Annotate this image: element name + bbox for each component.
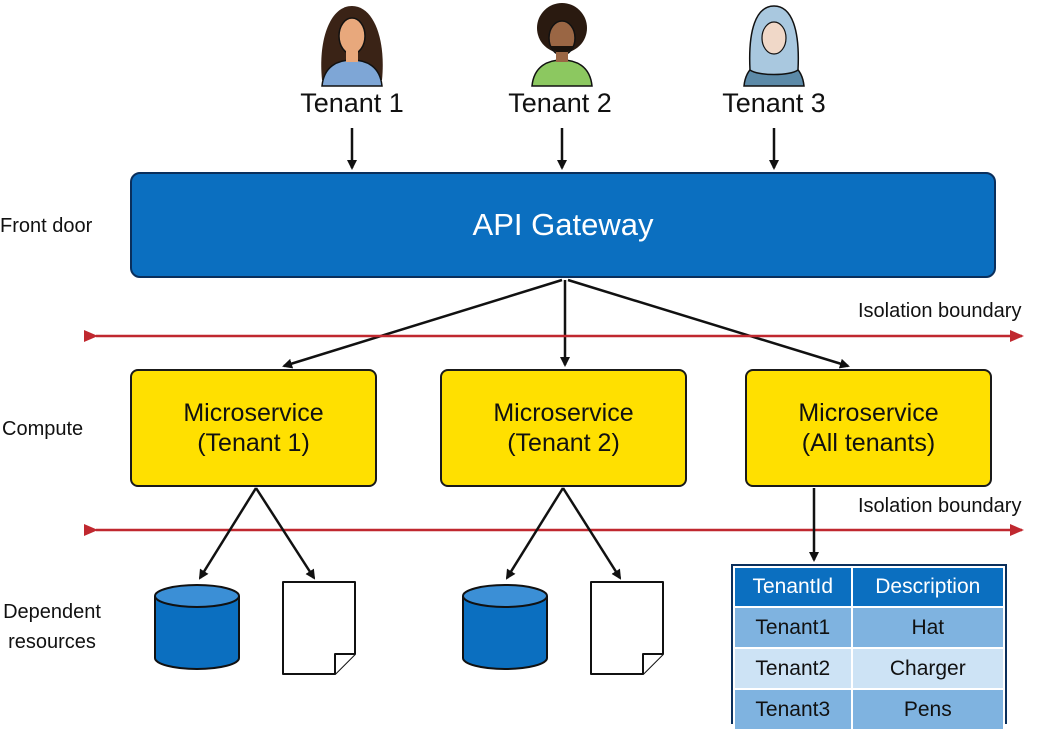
microservice-tenant-2-subtitle: (Tenant 2) — [507, 429, 620, 457]
layer-label-dependent-line2: resources — [8, 631, 96, 653]
tenant-2-avatar-icon — [531, 3, 593, 87]
microservice-tenant-1-box: Microservice (Tenant 1) — [130, 369, 377, 487]
microservice-tenant-2-title: Microservice — [493, 399, 634, 427]
database-icon — [462, 584, 548, 670]
column-header-tenantid: TenantId — [733, 566, 853, 608]
table-cell: Tenant1 — [733, 606, 853, 649]
isolation-boundary-top-label: Isolation boundary — [858, 300, 1022, 322]
table-cell: Tenant2 — [733, 647, 853, 690]
tenant-data-table: TenantId Description Tenant1 Hat Tenant2… — [731, 564, 1007, 731]
microservice-tenant-2-box: Microservice (Tenant 2) — [440, 369, 687, 487]
microservice-all-tenants-title: Microservice — [798, 399, 939, 427]
arrow-gateway-ms1 — [282, 278, 563, 369]
column-header-description: Description — [850, 566, 1006, 608]
table-row: Tenant2 Charger — [733, 647, 1006, 690]
microservice-tenant-1-title: Microservice — [183, 399, 324, 427]
api-gateway-box: API Gateway — [130, 172, 996, 278]
table-cell: Charger — [850, 647, 1006, 690]
document-icon — [590, 581, 664, 675]
layer-label-dependent: Dependent resources — [2, 597, 102, 657]
layer-label-dependent-line1: Dependent — [3, 601, 101, 623]
microservice-all-tenants-subtitle: (All tenants) — [801, 429, 936, 457]
microservice-tenant-1-subtitle: (Tenant 1) — [197, 429, 310, 457]
tenant-3-avatar-icon — [743, 5, 805, 87]
isolation-boundary-bottom-label: Isolation boundary — [858, 495, 1022, 517]
arrow-ms2-db — [505, 487, 565, 580]
table-row: Tenant1 Hat — [733, 606, 1006, 649]
api-gateway-label: API Gateway — [472, 207, 654, 242]
arrow-ms1-db — [198, 487, 258, 580]
table-cell: Hat — [850, 606, 1006, 649]
tenant-2-label: Tenant 2 — [508, 88, 612, 118]
layer-label-front-door: Front door — [0, 215, 93, 237]
arrow-ms2-doc — [561, 487, 622, 580]
tenant-3-label: Tenant 3 — [722, 88, 826, 118]
arrow-ms1-doc — [254, 487, 316, 580]
tenant-1-avatar-icon — [321, 6, 383, 87]
document-icon — [282, 581, 356, 675]
database-icon — [154, 584, 240, 670]
tenant-1-label: Tenant 1 — [300, 88, 404, 118]
microservice-all-tenants-box: Microservice (All tenants) — [745, 369, 992, 487]
arrow-gateway-ms3 — [567, 278, 850, 369]
table-header-row: TenantId Description — [733, 566, 1006, 608]
layer-label-compute: Compute — [2, 418, 84, 440]
tenant-table: TenantId Description Tenant1 Hat Tenant2… — [733, 566, 1006, 731]
